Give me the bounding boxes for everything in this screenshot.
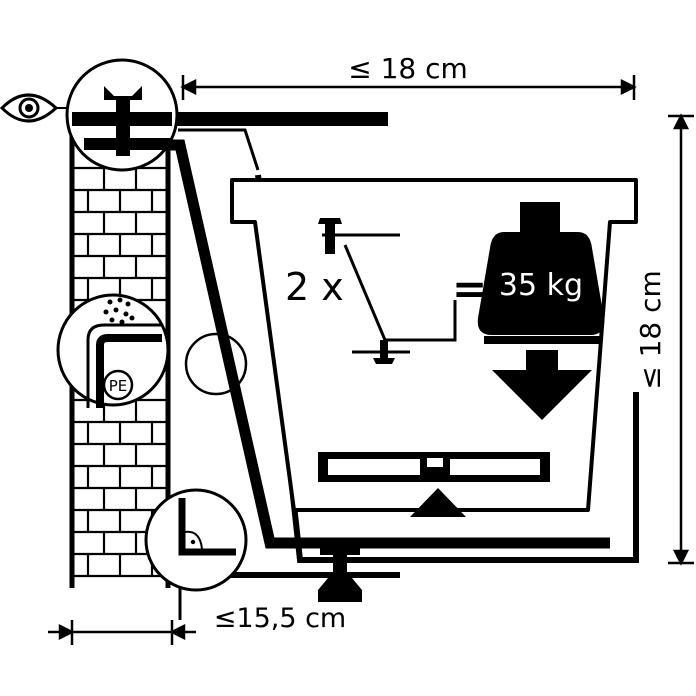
bottom-dimension-line — [48, 620, 196, 645]
up-triangle-icon — [410, 488, 466, 517]
bracket-top-outline — [178, 128, 260, 171]
bracket-detail-callout — [184, 332, 248, 396]
multiplier-label: 2 x — [285, 265, 344, 309]
brick-wall — [69, 130, 171, 588]
right-dimension-line — [668, 113, 694, 566]
spirit-level-icon — [318, 452, 550, 482]
angle-detail-callout — [144, 488, 248, 592]
right-angle-icon — [184, 530, 203, 550]
water-drops-icon — [103, 297, 135, 325]
water-detail-callout — [56, 293, 170, 408]
top-dimension-label: ≤ 18 cm — [348, 52, 468, 85]
eye-icon — [0, 93, 59, 123]
lower-clamp-bar — [180, 572, 400, 578]
weight-icon — [477, 202, 605, 335]
sketch-top-nut-icon — [318, 218, 342, 254]
top-detail-callout — [65, 58, 179, 172]
top-dimension-line — [180, 75, 637, 100]
bottom-dimension-label: ≤15,5 cm — [214, 603, 346, 634]
down-arrow-icon — [484, 336, 600, 420]
weight-label: 35 kg — [499, 268, 583, 303]
right-dimension-label: ≤ 18 cm — [634, 270, 667, 390]
wing-nut-top-icon — [104, 86, 142, 156]
pe-label: PE — [109, 377, 128, 395]
sketch-bottom-nut-icon — [373, 340, 395, 364]
wing-nut-icon — [318, 538, 362, 602]
